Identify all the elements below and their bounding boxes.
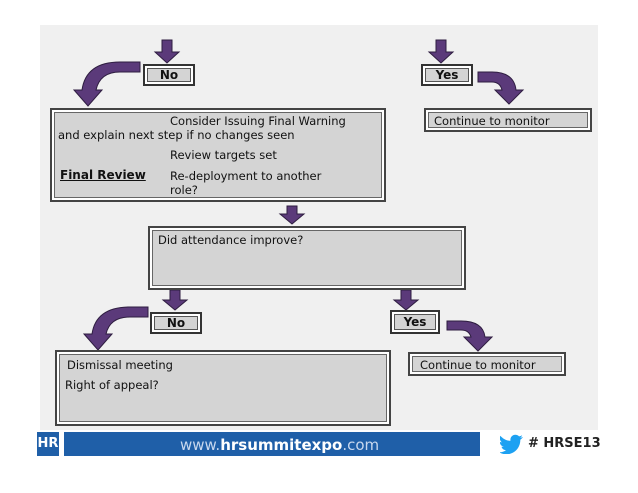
website-link[interactable]: www.hrsummitexpo.com: [180, 436, 379, 454]
curved-arrow-icon: [82, 306, 149, 351]
box1-line4: Re-deployment to another: [170, 169, 322, 183]
no-label-mid: No: [150, 312, 202, 334]
final-review-heading: Final Review: [60, 168, 146, 182]
twitter-bird-icon: [500, 434, 523, 454]
url-domain: hrsummitexpo: [220, 436, 343, 454]
down-arrow-icon: [278, 205, 306, 225]
down-arrow-icon: [392, 289, 420, 311]
continue-monitor-top-text: Continue to monitor: [434, 114, 550, 128]
box1-line5: role?: [170, 183, 198, 197]
curved-arrow-icon: [477, 71, 525, 105]
dismissal-line2: Right of appeal?: [65, 378, 159, 392]
hr-logo: HR: [37, 432, 59, 456]
down-arrow-icon: [427, 39, 455, 64]
continue-monitor-top-box: Continue to monitor: [424, 108, 592, 132]
continue-monitor-bottom-box: Continue to monitor: [408, 352, 566, 376]
box1-line2: and explain next step if no changes seen: [58, 128, 295, 142]
continue-monitor-bottom-text: Continue to monitor: [420, 358, 536, 372]
curved-arrow-icon: [446, 320, 494, 352]
down-arrow-icon: [161, 289, 189, 311]
yes-label-top: Yes: [421, 64, 473, 86]
url-suffix: .com: [342, 436, 380, 454]
attendance-question-text: Did attendance improve?: [158, 233, 304, 247]
url-prefix: www.: [180, 436, 221, 454]
down-arrow-icon: [153, 39, 181, 64]
hashtag[interactable]: # HRSE13: [528, 436, 601, 451]
no-label-top: No: [143, 64, 195, 86]
curved-arrow-icon: [72, 61, 141, 107]
dismissal-box: Dismissal meeting Right of appeal?: [55, 350, 391, 426]
dismissal-line1: Dismissal meeting: [67, 358, 173, 372]
box1-line3: Review targets set: [170, 148, 277, 162]
yes-label-mid: Yes: [390, 310, 440, 334]
box1-line1: Consider Issuing Final Warning: [170, 114, 346, 128]
final-review-box: Consider Issuing Final Warning and expla…: [50, 108, 386, 202]
footer-bar: [64, 432, 480, 456]
attendance-question-box: Did attendance improve?: [148, 226, 466, 290]
